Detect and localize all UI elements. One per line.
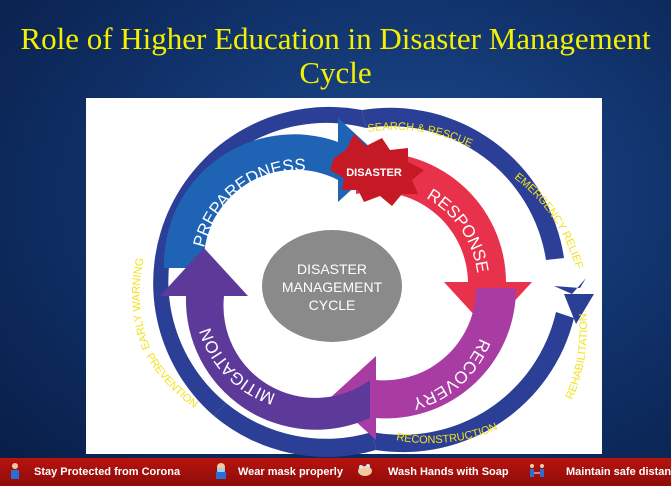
center-circle	[262, 230, 402, 342]
phase-response	[356, 152, 532, 330]
outer-ring	[153, 106, 594, 457]
disaster-badge	[330, 134, 424, 206]
center-line-2: MANAGEMENT	[282, 279, 383, 295]
label-early-warning: EARLY WARNING	[131, 257, 153, 351]
disaster-badge-label: DISASTER	[346, 167, 402, 179]
phase-mitigation	[160, 248, 370, 430]
slide-title: Role of Higher Education in Disaster Man…	[0, 22, 671, 90]
center-line-1: DISASTER	[297, 261, 367, 277]
center-line-3: CYCLE	[309, 297, 356, 313]
phase-preparedness	[163, 118, 384, 268]
phase-recovery	[330, 288, 517, 440]
covid-banner: Stay Protected from Corona Wear mask pro…	[0, 458, 671, 486]
banner-item-1: Stay Protected from Corona	[34, 466, 181, 478]
safe-distance-icon	[528, 461, 546, 479]
banner-item-3: Wash Hands with Soap	[388, 466, 509, 478]
disaster-cycle-diagram: DISASTER DISASTER MANAGEMENT CYCLE PREPA…	[131, 106, 594, 457]
title-line-1: Role of Higher Education in Disaster Man…	[20, 21, 651, 56]
person-icon	[6, 461, 24, 479]
wash-hands-icon	[356, 461, 374, 479]
banner-item-4: Maintain safe distance	[566, 466, 671, 478]
outer-arrow-head-right	[564, 294, 594, 324]
title-line-2: Cycle	[299, 55, 372, 90]
mask-icon	[212, 461, 230, 479]
banner-item-2: Wear mask properly	[238, 466, 343, 478]
